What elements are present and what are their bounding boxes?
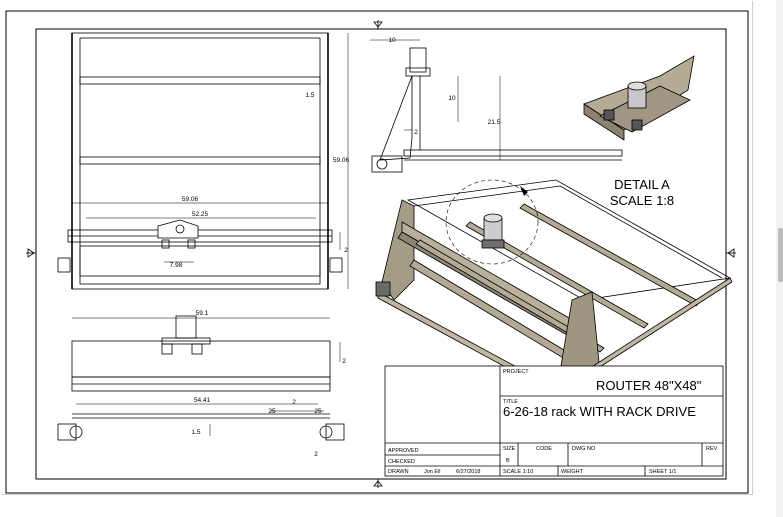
dim-front-gap-a: 25 [268, 408, 276, 415]
detail-scale: SCALE 1:8 [610, 193, 674, 208]
center-mark-right [726, 248, 736, 258]
dim-top-rail-height: 2 [344, 247, 348, 254]
side-view [371, 47, 623, 173]
dim-front-offset: 1.5 [191, 429, 200, 436]
rev-label: REV [706, 446, 718, 452]
project-label: PROJECT [503, 369, 529, 375]
dim-side-width: 10 [388, 37, 396, 44]
detail-title: DETAIL A [614, 177, 670, 192]
dim-top-width-overall: 59.06 [182, 196, 199, 203]
dim-side-column-height: 10 [448, 95, 456, 102]
sheet-label: SHEET 1/1 [649, 469, 676, 475]
title-block [384, 365, 724, 477]
drawing-sheet: 59.06 52.25 59.06 1.5 2 7.98 [5, 10, 749, 494]
scrollbar-thumb[interactable] [778, 228, 783, 282]
top-view-dim-lines [72, 33, 349, 289]
center-mark-top [373, 20, 383, 29]
drawn-date: 6/27/2018 [456, 469, 480, 475]
detail-a-view [583, 55, 695, 141]
front-view-dim-lines [72, 317, 341, 436]
title-label: TITLE [503, 399, 518, 405]
dim-side-base: 2 [414, 129, 418, 136]
weight-label: WEIGHT [561, 469, 584, 475]
code-label: CODE [536, 446, 552, 452]
checked-label: CHECKED [388, 459, 415, 465]
size-value: B [506, 458, 510, 464]
dim-side-overall-height: 21.5 [488, 119, 501, 126]
dim-top-height-overall: 59.06 [333, 157, 350, 164]
dim-front-width: 59.1 [196, 310, 209, 317]
dim-top-offset: 1.5 [305, 92, 314, 99]
dwg-label: DWG NO [572, 446, 596, 452]
drawn-label: DRAWN [388, 469, 409, 475]
approved-label: APPROVED [388, 448, 419, 454]
side-view-dim-lines [370, 39, 501, 160]
isometric-view [375, 179, 733, 391]
size-label: SIZE [503, 446, 516, 452]
project-value: ROUTER 48"X48" [596, 378, 702, 393]
center-mark-bottom [373, 479, 383, 488]
dim-front-foot: 2 [314, 451, 318, 458]
detail-callout [445, 179, 539, 265]
title-value: 6-26-18 rack WITH RACK DRIVE [503, 404, 696, 419]
sheet-border [5, 10, 749, 494]
center-mark-left [26, 248, 36, 258]
dim-top-width-inner: 52.25 [192, 211, 209, 218]
dim-front-end-height: 2 [342, 358, 346, 365]
dim-top-carriage-offset: 7.98 [170, 262, 183, 269]
dim-front-gap-b: 25 [314, 408, 322, 415]
front-view [57, 315, 345, 441]
dim-front-span: 54.41 [194, 397, 211, 404]
drawn-by: Jon Ell [424, 469, 441, 475]
drawing-frame [35, 28, 727, 480]
scale-label: SCALE 1:10 [503, 469, 533, 475]
engineering-drawing: 59.06 52.25 59.06 1.5 2 7.98 [5, 10, 749, 494]
top-view [57, 32, 343, 290]
dim-front-step: 2 [292, 399, 296, 406]
